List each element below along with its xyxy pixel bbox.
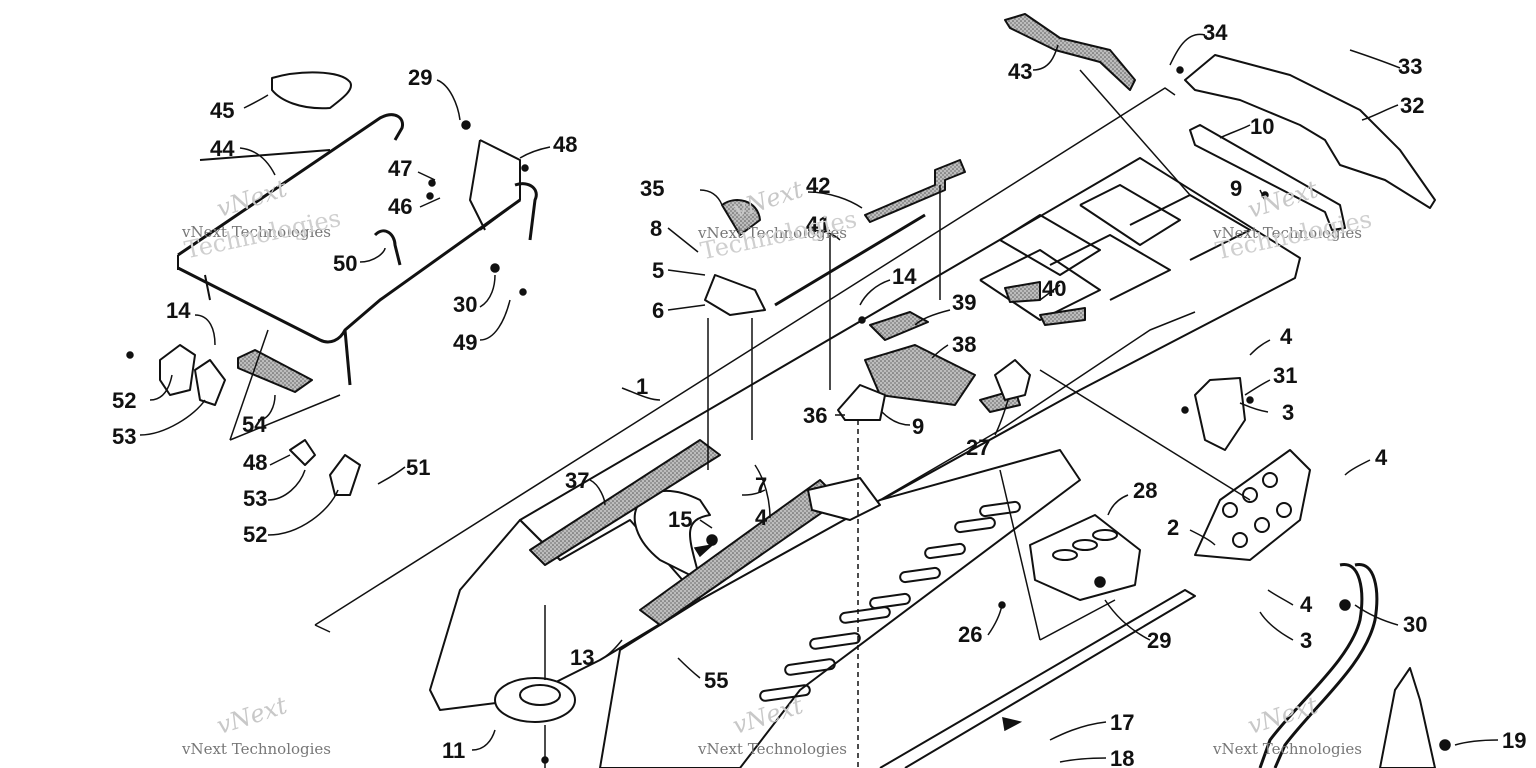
callout-14-a: 14 — [166, 298, 191, 323]
callout-51: 51 — [406, 455, 430, 480]
callout-labels: 1 2 3 3 4 4 4 4 5 6 7 8 9 9 10 11 13 14 … — [112, 20, 1526, 768]
callout-19: 19 — [1502, 728, 1526, 753]
callout-1: 1 — [636, 374, 648, 399]
callout-33: 33 — [1398, 54, 1422, 79]
callout-48-a: 48 — [553, 132, 577, 157]
callout-4-c: 4 — [1300, 592, 1313, 617]
callout-28: 28 — [1133, 478, 1157, 503]
callout-10: 10 — [1250, 114, 1274, 139]
callout-8: 8 — [650, 216, 662, 241]
callout-34: 34 — [1203, 20, 1228, 45]
callout-38: 38 — [952, 332, 976, 357]
foam-strip-43 — [1004, 13, 1136, 91]
callout-29-a: 29 — [1147, 628, 1171, 653]
callout-11: 11 — [442, 738, 465, 763]
strip-42 — [864, 159, 966, 223]
bracket-10 — [1189, 124, 1346, 231]
callout-27: 27 — [966, 435, 990, 460]
callout-4-b: 4 — [1375, 445, 1388, 470]
callout-44: 44 — [210, 136, 235, 161]
pad-38 — [864, 344, 976, 406]
callout-30-b: 30 — [453, 292, 477, 317]
callout-53-a: 53 — [112, 424, 136, 449]
callout-9-a: 9 — [1230, 176, 1242, 201]
callout-37: 37 — [565, 468, 589, 493]
callout-6: 6 — [652, 298, 664, 323]
callout-36: 36 — [803, 403, 827, 428]
callout-14-b: 14 — [892, 264, 917, 289]
callout-9-b: 9 — [912, 414, 924, 439]
rack-assembly — [159, 71, 538, 496]
callout-15: 15 — [668, 507, 692, 532]
callout-31: 31 — [1273, 363, 1297, 388]
seat-cover-45 — [271, 71, 352, 110]
callout-45: 45 — [210, 98, 234, 123]
bracket-31 — [1194, 377, 1246, 451]
callout-5: 5 — [652, 258, 664, 283]
footrest-plate-28 — [1029, 514, 1141, 601]
callout-35: 35 — [640, 176, 664, 201]
tunnel-side-plate — [599, 449, 1081, 768]
callout-53-b: 53 — [243, 486, 267, 511]
callout-3-a: 3 — [1282, 400, 1294, 425]
callout-26: 26 — [958, 622, 982, 647]
callout-32: 32 — [1400, 93, 1424, 118]
callout-4-d: 4 — [755, 505, 768, 530]
rear-bumper-32 — [1184, 54, 1436, 209]
callout-54: 54 — [242, 412, 267, 437]
callout-43: 43 — [1008, 59, 1032, 84]
callout-42: 42 — [806, 173, 830, 198]
callout-52-b: 52 — [243, 522, 267, 547]
callout-4-a: 4 — [1280, 324, 1293, 349]
leader-lines — [126, 33, 1499, 768]
callout-18: 18 — [1110, 746, 1134, 768]
footrest-louvers — [759, 500, 1021, 702]
callout-2: 2 — [1167, 515, 1179, 540]
callout-52-a: 52 — [112, 388, 136, 413]
callout-39: 39 — [952, 290, 976, 315]
callout-13: 13 — [570, 645, 594, 670]
assembly-boundary-line — [314, 87, 1176, 626]
callout-30-a: 30 — [1403, 612, 1427, 637]
rear-bumper-plate — [1194, 449, 1311, 561]
foam-block-54 — [237, 349, 313, 393]
tunnel-assembly — [314, 87, 1436, 768]
callout-41: 41 — [806, 212, 830, 237]
callout-46: 46 — [388, 194, 412, 219]
upper-right-parts — [704, 13, 1436, 601]
callout-49: 49 — [453, 330, 477, 355]
callout-55: 55 — [704, 668, 728, 693]
callout-50: 50 — [333, 251, 357, 276]
callout-47: 47 — [388, 156, 412, 181]
callout-7: 7 — [755, 473, 767, 498]
foam-strip-37 — [529, 439, 721, 566]
callout-17: 17 — [1110, 710, 1134, 735]
callout-48-b: 48 — [243, 450, 267, 475]
callout-3-b: 3 — [1300, 628, 1312, 653]
callout-40: 40 — [1042, 276, 1066, 301]
callout-29-b: 29 — [408, 65, 432, 90]
